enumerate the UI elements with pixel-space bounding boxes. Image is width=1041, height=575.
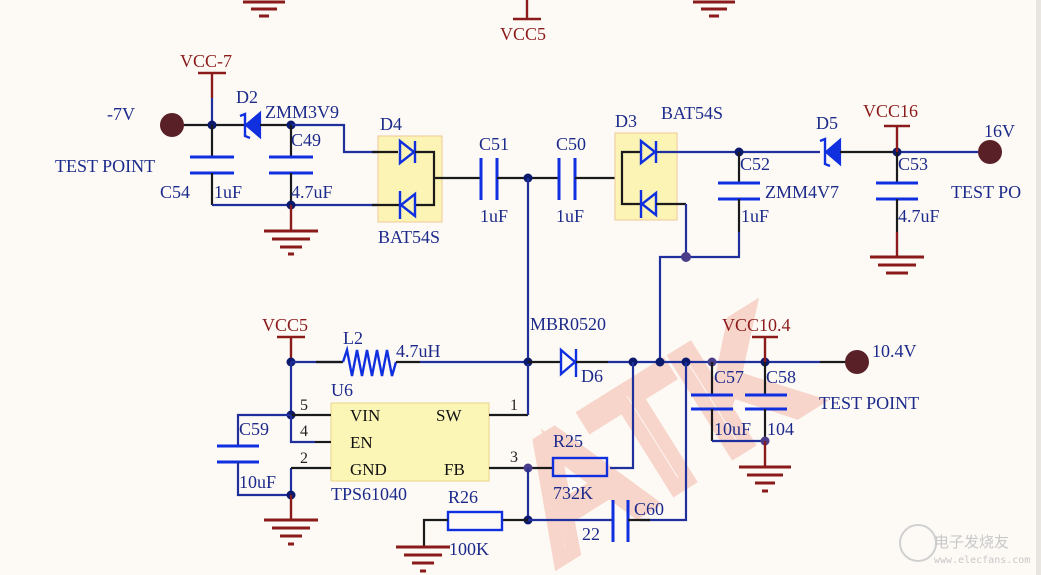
test-point-10-4v: 10.4V TEST POINT — [819, 341, 919, 413]
test-point-16v: 16V TEST PO — [951, 121, 1021, 202]
c54-value: 1uF — [214, 182, 242, 202]
r25-ref: R25 — [553, 431, 583, 451]
c50-value: 1uF — [556, 206, 584, 226]
capacitor-c60: C60 22 — [528, 499, 664, 544]
test-point-ref-neg7v: -7V — [107, 104, 135, 124]
resistor-r25: R25 732K — [551, 431, 609, 503]
ground-symbol-u6 — [264, 495, 318, 546]
l2-value: 4.7uH — [396, 341, 441, 361]
c57-value: 10uF — [714, 419, 751, 439]
resistor-r26: R26 100K — [422, 487, 528, 559]
zener-diode-d2: D2 ZMM3V9 — [236, 87, 339, 140]
vcc5-top-symbol: VCC5 — [500, 0, 546, 44]
net-label-vcc5: VCC5 — [262, 315, 308, 335]
vcc10-4-symbol: VCC10.4 — [722, 315, 791, 362]
ground-symbol-c53 — [870, 255, 924, 275]
u6-pinnum-2: 2 — [300, 450, 308, 467]
c52-value: 1uF — [741, 206, 769, 226]
vcc-neg7-symbol: VCC-7 — [180, 51, 232, 125]
net-label-vcc5-top: VCC5 — [500, 24, 546, 44]
d4-ref: D4 — [380, 114, 402, 134]
r26-ref: R26 — [448, 487, 478, 507]
d5-ref: D5 — [816, 113, 838, 133]
diode-d6: MBR0520 D6 — [530, 314, 606, 386]
test-point-neg7v: -7V TEST POINT — [55, 104, 184, 176]
vcc16-symbol: VCC16 — [863, 101, 918, 152]
capacitor-c59: C59 10uF — [217, 413, 296, 500]
capacitor-c51: C51 1uF — [479, 134, 509, 226]
ground-symbol-c58 — [739, 441, 791, 493]
c53-value: 4.7uF — [898, 206, 940, 226]
d6-value: MBR0520 — [530, 314, 606, 334]
u6-pin-en: EN — [350, 433, 373, 452]
c52-ref: C52 — [740, 154, 770, 174]
u6-pin-gnd: GND — [350, 460, 387, 479]
c49-ref: C49 — [291, 130, 321, 150]
c51-value: 1uF — [480, 206, 508, 226]
zener-diode-d5: D5 ZMM4V7 — [765, 113, 842, 202]
right-edge-border — [1036, 0, 1041, 575]
c60-ref: C60 — [634, 499, 664, 519]
u6-pin-sw: SW — [436, 406, 462, 425]
u6-pinnum-5: 5 — [300, 397, 308, 414]
c59-ref: C59 — [239, 419, 269, 439]
logo-icon — [899, 524, 937, 562]
capacitor-c52: C52 1uF — [658, 152, 770, 364]
c59-value: 10uF — [239, 472, 276, 492]
u6-pin-vin: VIN — [350, 406, 380, 425]
u6-value: TPS61040 — [331, 484, 407, 504]
capacitor-c54: C54 1uF — [160, 125, 242, 205]
d3-ref: D3 — [615, 111, 637, 131]
ground-symbol-top-right — [693, 0, 735, 18]
logo-url: www.elecfans.com — [934, 555, 1030, 566]
net-label-vcc-neg7: VCC-7 — [180, 51, 232, 71]
c57-ref: C57 — [714, 367, 744, 387]
test-point-ref-10-4v: 10.4V — [872, 341, 917, 361]
u6-pinnum-4: 4 — [300, 423, 308, 440]
u6-pin-fb: FB — [444, 460, 465, 479]
u6-pinnum-1: 1 — [510, 397, 518, 414]
d5-value: ZMM4V7 — [765, 182, 839, 202]
d2-value: ZMM3V9 — [265, 102, 339, 122]
d6-ref: D6 — [581, 366, 603, 386]
c60-value: 22 — [582, 524, 600, 544]
ground-symbol-top-left — [243, 0, 285, 18]
r26-value: 100K — [449, 539, 489, 559]
diode-pair-d4: D4 BAT54S — [372, 114, 443, 247]
c54-ref: C54 — [160, 182, 190, 202]
ground-symbol-r26 — [396, 545, 450, 573]
c58-value: 104 — [767, 419, 794, 439]
u6-ref: U6 — [331, 380, 353, 400]
test-point-label-16v: TEST PO — [951, 182, 1021, 202]
test-point-ref-16v: 16V — [984, 121, 1015, 141]
vcc5-symbol: VCC5 — [262, 315, 308, 362]
test-point-label-10-4v: TEST POINT — [819, 393, 919, 413]
d4-value: BAT54S — [378, 227, 440, 247]
ic-u6-tps61040: U6 TPS61040 VIN EN GND SW FB 5 4 2 1 3 — [300, 380, 518, 504]
d2-ref: D2 — [236, 87, 258, 107]
ground-symbol-c49 — [264, 205, 318, 256]
c53-ref: C53 — [898, 154, 928, 174]
capacitor-c53: C53 4.7uF — [876, 152, 940, 257]
c50-ref: C50 — [556, 134, 586, 154]
capacitor-c57: C57 10uF — [691, 362, 765, 443]
net-label-vcc10-4: VCC10.4 — [722, 315, 791, 335]
u6-pinnum-3: 3 — [510, 449, 518, 466]
c51-ref: C51 — [479, 134, 509, 154]
r25-value: 732K — [553, 483, 593, 503]
logo-text: 电子发烧友 — [934, 533, 1009, 551]
capacitor-c58: C58 104 — [745, 362, 796, 446]
diode-pair-d3: D3 BAT54S — [614, 103, 723, 221]
site-logo: 电子发烧友 www.elecfans.com — [899, 524, 1030, 566]
l2-ref: L2 — [343, 328, 363, 348]
c49-value: 4.7uF — [291, 182, 333, 202]
c58-ref: C58 — [766, 367, 796, 387]
inductor-l2: L2 4.7uH — [316, 328, 441, 377]
d3-value: BAT54S — [661, 103, 723, 123]
capacitor-c49: C49 4.7uF — [269, 125, 333, 205]
net-label-vcc16: VCC16 — [863, 101, 918, 121]
capacitor-c50: C50 1uF — [556, 134, 586, 226]
test-point-label-neg7v: TEST POINT — [55, 156, 155, 176]
